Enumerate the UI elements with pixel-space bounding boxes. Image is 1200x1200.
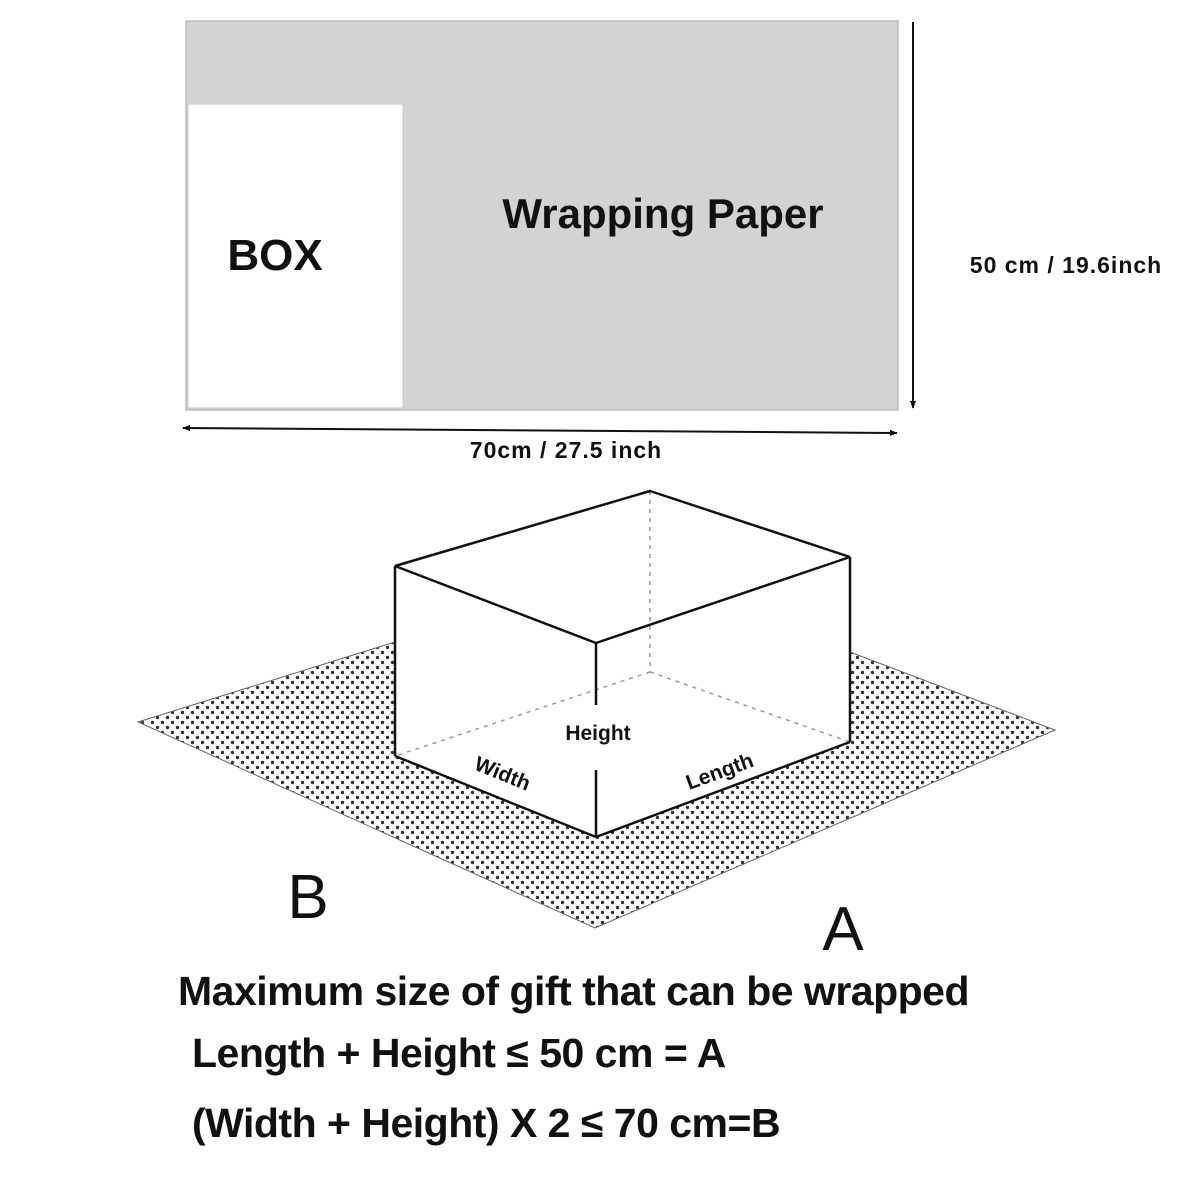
box-top-face	[395, 491, 850, 643]
caption-title: Maximum size of gift that can be wrapped	[178, 968, 970, 1014]
box-visible-edges	[393, 489, 852, 839]
caption-formula-b: (Width + Height) X 2 ≤ 70 cm=B	[192, 1100, 781, 1146]
paper-sheet-group: BOX Wrapping Paper 50 cm / 19.6inch 70cm…	[182, 20, 1162, 463]
caption-formula-a: Length + Height ≤ 50 cm = A	[192, 1030, 726, 1076]
corner-label-a: A	[822, 895, 864, 964]
corner-label-b: B	[287, 863, 328, 932]
box-footprint	[187, 103, 404, 409]
width-dimension-label: 70cm / 27.5 inch	[470, 437, 662, 463]
width-dimension-arrow	[182, 424, 898, 437]
wrapping-paper-label: Wrapping Paper	[502, 190, 823, 237]
box-height-label: Height	[565, 722, 630, 745]
box-label: BOX	[227, 231, 322, 280]
box-on-paper-group: Height Width Length B A	[136, 489, 1057, 964]
height-dimension-label: 50 cm / 19.6inch	[970, 252, 1162, 278]
box-front-left-face	[395, 566, 596, 837]
box-hidden-edges	[394, 491, 851, 757]
box-front-right-face	[596, 557, 850, 837]
